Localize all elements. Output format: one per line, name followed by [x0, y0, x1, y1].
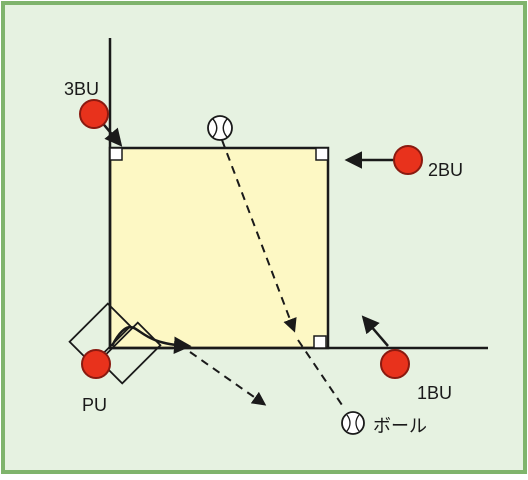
plate-umpire-dashed-arrow — [189, 351, 267, 406]
first-base-umpire-label: 1BU — [417, 383, 452, 403]
ball-label: ボール — [373, 416, 427, 436]
batter-box-right — [98, 321, 162, 385]
second-base-umpire-label: 2BU — [428, 160, 463, 180]
first-base-umpire-arrow — [361, 315, 389, 347]
infield-square — [108, 146, 330, 350]
third-base-umpire-marker — [79, 99, 109, 129]
first-base — [313, 335, 327, 349]
baseball-final-icon — [341, 411, 365, 435]
baseball-icon — [207, 115, 233, 141]
ball-path-dashed-arrow — [221, 139, 297, 333]
second-base-umpire-marker — [393, 145, 423, 175]
plate-umpire-marker — [81, 349, 111, 379]
plate-umpire-label: PU — [82, 395, 107, 415]
plate-umpire-path — [110, 325, 192, 354]
third-base-umpire-label: 3BU — [64, 79, 99, 99]
first-base-umpire-marker — [380, 349, 410, 379]
third-base — [109, 147, 123, 161]
second-base — [315, 147, 329, 161]
